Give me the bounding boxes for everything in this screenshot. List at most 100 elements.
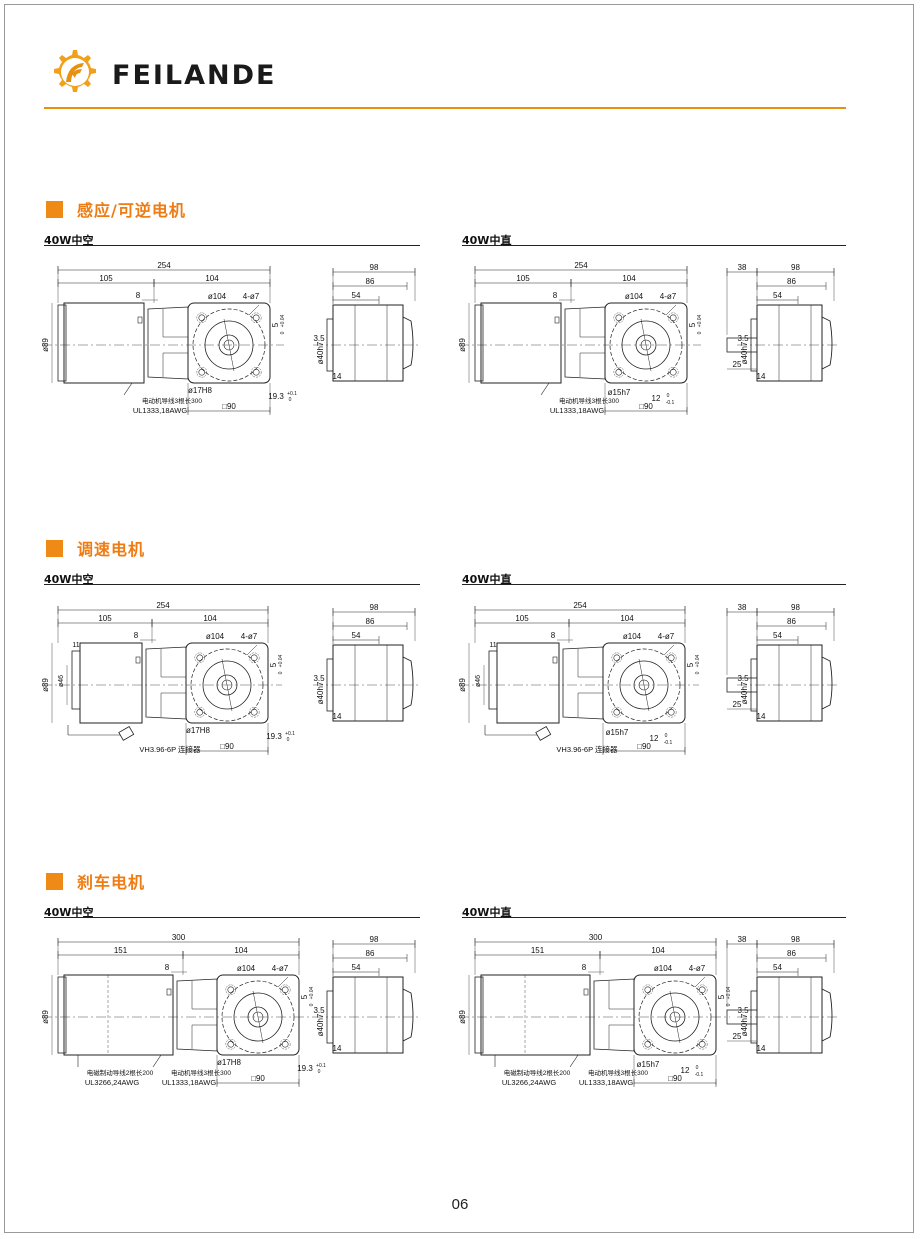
leader-line [663, 644, 675, 656]
leader-line [277, 976, 289, 988]
dimension-label: ø46 [475, 675, 482, 687]
dimension-label: 38 [738, 603, 747, 612]
motor-endcap [474, 304, 484, 382]
mount-hole [669, 314, 677, 322]
dimension-label: ø104 [625, 292, 644, 301]
mount-hole-ring [611, 652, 622, 663]
output-shaft [726, 1009, 758, 1025]
mount-hole-ring [666, 652, 677, 663]
mount-hole-ring [251, 367, 262, 378]
mount-hole-ring [697, 1038, 708, 1050]
dimension-label: 3.5 [313, 674, 325, 683]
mount-hole-ring [225, 1038, 237, 1050]
dimension-label: 14 [333, 712, 342, 721]
mount-hole [250, 708, 258, 716]
dimension-label: 104 [622, 274, 636, 283]
mount-hole [227, 986, 235, 994]
square-flange [602, 642, 686, 724]
dimension-label: 98 [791, 263, 800, 272]
dimension-label: 4-ø7 [660, 292, 677, 301]
mount-hole-ring [196, 367, 208, 378]
dimension-label: 0 [280, 331, 286, 334]
subtitle-rule [44, 917, 420, 918]
dimension-label: 4-ø7 [658, 632, 675, 641]
dimension-label: 电动机导线3根长300 [588, 1068, 648, 1077]
drawing-group: 3001511048电磁制动导线2根长200ø89ø1044-ø75+0.040… [458, 933, 840, 1087]
dimension-label: 105 [515, 614, 529, 623]
dimension-label: ø104 [208, 292, 227, 301]
dimension-label: ø89 [41, 338, 50, 352]
dimension-label: ø104 [206, 632, 225, 641]
side-body [756, 976, 823, 1054]
dimension-label: 0 [665, 733, 668, 739]
dimension-label: 19.3 [297, 1064, 313, 1073]
dimension-label: 14 [333, 1044, 342, 1053]
dimension-label: ø40h7 [316, 681, 325, 704]
motor-endcap [474, 976, 484, 1054]
mount-hole-ring [642, 1038, 653, 1050]
mount-hole [613, 654, 621, 662]
dimension-label: 5 [717, 994, 726, 999]
lead-wire [123, 382, 133, 396]
dimension-label: ø17H8 [217, 1058, 242, 1067]
dimension-label: 8 [553, 291, 558, 300]
subtitle-straight: 40W中直 [462, 573, 512, 586]
square-flange [604, 302, 688, 384]
dimension-label: 5 [269, 662, 278, 667]
dimension-label: ø46 [58, 675, 65, 687]
dimension-label: ø104 [654, 964, 673, 973]
mount-hole-ring [642, 984, 653, 995]
dimension-label: +0.04 [695, 654, 701, 667]
bore-circle [218, 334, 240, 356]
terminal-mark [554, 316, 560, 324]
dimension-label: 25 [733, 360, 742, 369]
dimension-label: ø89 [458, 678, 467, 692]
mount-hole [667, 654, 675, 662]
dimension-label: +0.04 [697, 314, 703, 327]
mount-hole [613, 708, 621, 716]
dimension-label: UL1333,18AWG [162, 1078, 217, 1087]
mount-hole [281, 1040, 289, 1048]
connector-icon [118, 725, 135, 741]
drawing-group: 3001511048电磁制动导线2根长200ø89ø1044-ø75+0.040… [41, 933, 421, 1087]
mount-hole [669, 368, 677, 376]
dimension-label: +0.04 [280, 314, 286, 327]
dimension-label: 电磁制动导线2根长200 [504, 1068, 571, 1077]
dimension-label: 54 [773, 963, 782, 972]
gear-head-body [593, 978, 635, 1052]
dimension-label: 86 [787, 617, 796, 626]
dimension-label: 86 [366, 617, 375, 626]
dimension-label: ø40h7 [316, 1013, 325, 1036]
section-label: 调速电机 [77, 540, 146, 559]
dimension-label: ø40h7 [740, 1013, 749, 1036]
dimension-label: 8 [582, 963, 587, 972]
dimension-label: 5 [300, 994, 309, 999]
side-cap [402, 316, 414, 370]
dimension-label: 98 [370, 935, 379, 944]
boss-circle [619, 660, 669, 710]
mount-hole [698, 986, 706, 994]
page-frame [4, 4, 914, 1233]
dimension-label: 0 [667, 393, 670, 399]
dimension-label: VH3.96-6P 连接器 [139, 744, 201, 754]
mount-hole [281, 986, 289, 994]
dimension-label: 254 [573, 601, 587, 610]
mount-hole-ring [666, 707, 677, 718]
dimension-label: 104 [651, 946, 665, 955]
mount-hole-ring [248, 707, 260, 718]
side-cap [402, 656, 414, 710]
dimension-label: ø40h7 [740, 681, 749, 704]
mount-hole [198, 314, 206, 322]
dimension-label: 电动机导线3根长300 [171, 1068, 231, 1077]
dimension-label: UL1333,18AWG [550, 406, 605, 415]
mount-hole-ring [668, 367, 679, 378]
mount-hole-ring [613, 367, 624, 378]
dimension-label: 104 [234, 946, 248, 955]
dimension-label: +0.1 [287, 391, 297, 397]
dimension-label: 0 [278, 671, 284, 674]
dimension-label: 0 [695, 671, 701, 674]
dimension-label: VH3.96-6P 连接器 [556, 744, 618, 754]
